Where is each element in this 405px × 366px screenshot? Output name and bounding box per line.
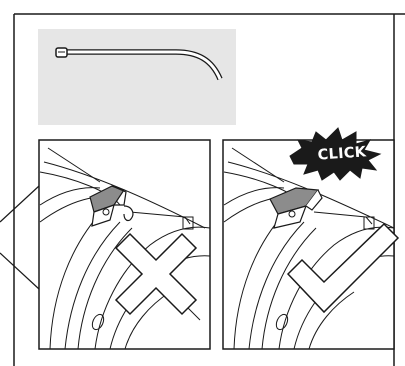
incorrect-panel bbox=[39, 140, 210, 349]
leader-lines bbox=[0, 186, 39, 289]
part-panel bbox=[38, 29, 236, 125]
